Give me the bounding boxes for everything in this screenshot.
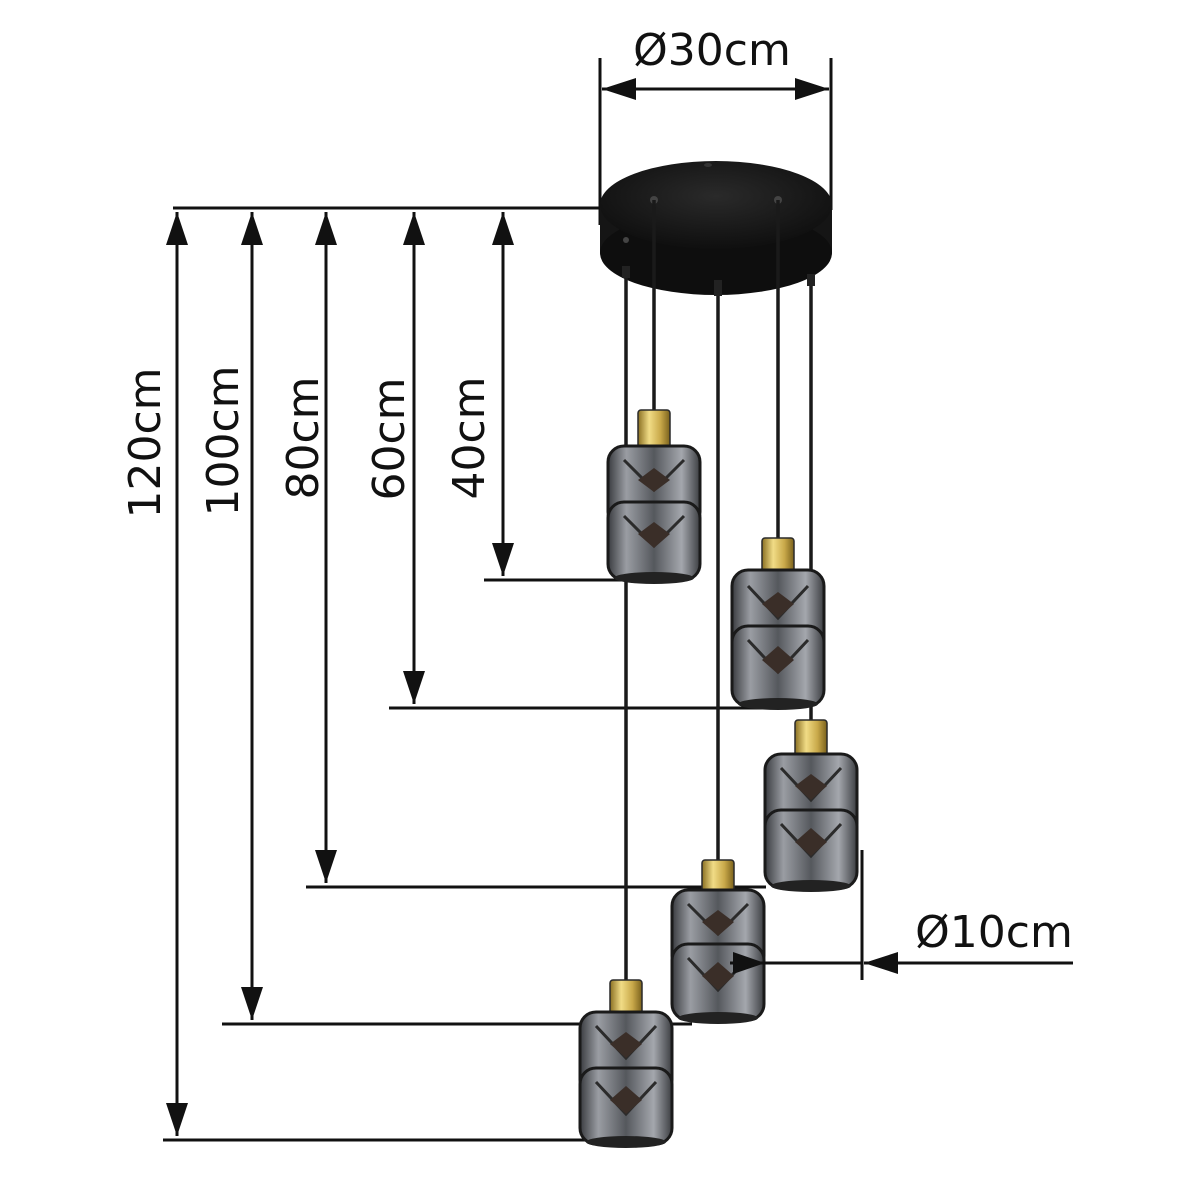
drop-label-60: 60cm — [364, 377, 415, 500]
pendant-shade-60 — [730, 537, 826, 710]
pendant-shade-100 — [670, 859, 766, 1024]
drop-dimension-60: 60cm — [364, 212, 793, 710]
canopy-diameter-label: Ø30cm — [633, 25, 791, 76]
drop-dimensions: 120cm 100cm 80cm 60cm — [120, 206, 793, 1142]
shade-diameter-label: Ø10cm — [915, 907, 1073, 958]
drop-label-40: 40cm — [444, 376, 495, 499]
shade-diameter-dimension: Ø10cm — [730, 850, 1073, 980]
drop-dimension-80: 80cm — [278, 212, 766, 889]
drop-dimension-100: 100cm — [198, 212, 692, 1026]
pendant-shade-120 — [578, 979, 674, 1148]
drop-label-80: 80cm — [278, 376, 329, 499]
drop-dimension-40: 40cm — [444, 212, 640, 582]
drop-label-120: 120cm — [120, 367, 171, 518]
ceiling-canopy — [600, 161, 832, 295]
pendant-shade-80 — [763, 719, 859, 892]
drop-dimension-120: 120cm — [120, 212, 588, 1142]
canopy-diameter-dimension: Ø30cm — [598, 25, 833, 225]
drop-label-100: 100cm — [198, 365, 249, 516]
suspension-cables — [622, 200, 815, 982]
pendant-shade-40 — [606, 409, 702, 584]
